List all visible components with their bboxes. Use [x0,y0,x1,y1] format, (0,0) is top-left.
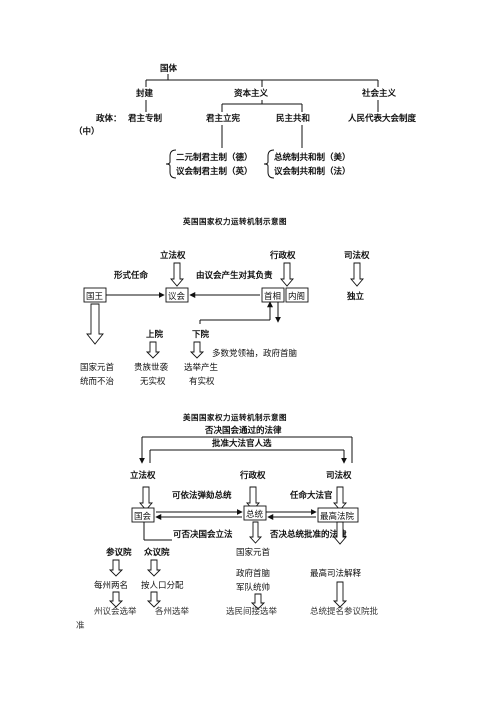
uk-judicial: 司法权 [344,250,370,261]
branch-socialism: 社会主义 [361,88,397,99]
parliamentary-republic: 议会制共和制（法） [274,166,351,177]
us-house: 众议院 [144,547,170,558]
uk-independent: 独立 [346,291,365,302]
us-nominate-senate-approve-cont: 准 [76,620,85,631]
tree-root: 国体 [160,63,178,74]
us-senate-arrow-2 [108,591,124,608]
us-each-state-election: 各州选举 [155,606,190,617]
china-note: （中） [74,126,100,137]
us-president: 总统 [246,509,264,520]
feudal-form: 君主专制 [127,113,163,124]
us-veto-president: 否决总统批准的法律 [269,529,347,540]
us-veto-congress: 可否决国会立法 [173,529,233,540]
us-indirect-election: 选民间接选举 [226,606,278,617]
branch-feudal: 封建 [136,88,154,99]
uk-executive-arrow [280,262,294,287]
us-president-arrow [248,521,263,544]
us-veto-laws: 否决国会通过的法律 [204,425,282,436]
socialist-form: 人民代表大会制度 [348,113,417,124]
uk-upper-arrow [145,341,161,359]
us-supreme-court: 最高法院 [320,511,355,522]
uk-parliament-box [165,287,189,303]
uk-king: 国王 [86,292,104,302]
uk-produced-by-parliament: 由议会产生对其负责 [196,270,273,281]
uk-judicial-arrow [350,262,364,287]
monarchy-brace [165,149,177,179]
us-court-arrow [333,521,347,545]
uk-legislative-arrow [170,262,184,287]
republic-brace [263,149,275,179]
uk-head-of-state: 国家元首 [80,362,115,373]
politics-label: 政体： [96,113,122,124]
democratic-republic: 民主共和 [276,113,310,124]
us-by-population: 按人口分配 [141,580,184,591]
parliamentary-monarchy: 议会制君主制（英） [176,166,253,177]
us-executive: 行政权 [239,470,266,481]
us-gov-head: 政府首脑 [236,568,271,579]
uk-no-real-power: 无实权 [140,376,166,387]
dual-monarchy: 二元制君主制（德） [176,152,253,163]
us-diagram: 美国国家权力运转机制示意图 否决国会通过的法律 批准大法官人选 立法权 行政权 … [76,412,379,631]
presidential-republic: 总统制共和制（美） [274,152,351,163]
constitutional-monarchy: 君主立宪 [205,113,241,124]
uk-majority-leader: 多数党领袖，政府首脑 [212,348,298,359]
us-legislative: 立法权 [130,470,156,481]
us-approve-judges: 批准大法官人选 [212,438,272,449]
uk-cabinet: 内阁 [288,291,305,302]
us-senate-arrow [108,559,124,577]
uk-lower-arrow [189,341,205,359]
us-highest-interpretation: 最高司法解释 [310,568,362,579]
uk-lower-house: 下院 [192,329,210,340]
us-title: 美国国家权力运转机制示意图 [183,412,287,422]
us-appoint-justices: 任命大法官 [289,490,333,501]
uk-legislative: 立法权 [160,250,186,261]
us-senate: 参议院 [106,547,132,558]
us-house-arrow-2 [146,591,162,608]
uk-reign-not-rule: 统而不治 [80,376,115,387]
uk-prime-minister: 首相 [264,291,281,302]
uk-pm-box [261,287,285,303]
us-president-arrow-2 [250,593,266,610]
us-commander: 军队统帅 [236,582,270,593]
uk-title: 英国国家权力运转机制示意图 [183,216,287,226]
us-congress-box [131,507,155,523]
us-congress: 国会 [134,511,152,522]
us-judicial-arrow [333,486,347,511]
us-house-arrow [146,559,162,577]
us-state-legislature-election: 州议会选举 [94,606,137,617]
us-legislative-arrow [139,486,153,511]
uk-hereditary-nobles: 贵族世袭 [134,362,169,373]
us-judicial: 司法权 [326,470,352,481]
uk-cabinet-box [285,287,309,303]
us-nominate-senate-approve: 总统提名参议院批 [310,606,379,617]
uk-upper-house: 上院 [146,329,164,340]
uk-king-arrow [86,303,104,345]
government-form-tree: 国体 封建 资本主义 社会主义 政体： 君主专制 君主立宪 民主共和 人民代表大… [74,63,417,179]
us-two-per-state: 每州两名 [94,580,128,591]
uk-executive: 行政权 [269,250,296,261]
us-impeach: 可依法弹劾总统 [172,490,232,501]
uk-parliament: 议会 [168,291,186,302]
branch-capitalism: 资本主义 [234,88,269,99]
uk-elected: 选举产生 [184,362,219,373]
us-president-box [243,505,267,521]
us-court-arrow-2 [332,581,348,608]
uk-formal-appointment: 形式任命 [114,270,149,281]
us-head-of-state: 国家元首 [236,547,271,558]
uk-real-power: 有实权 [189,376,215,387]
uk-diagram: 英国国家权力运转机制示意图 立法权 行政权 司法权 形式任命 由议会产生对其负责… [80,216,370,387]
